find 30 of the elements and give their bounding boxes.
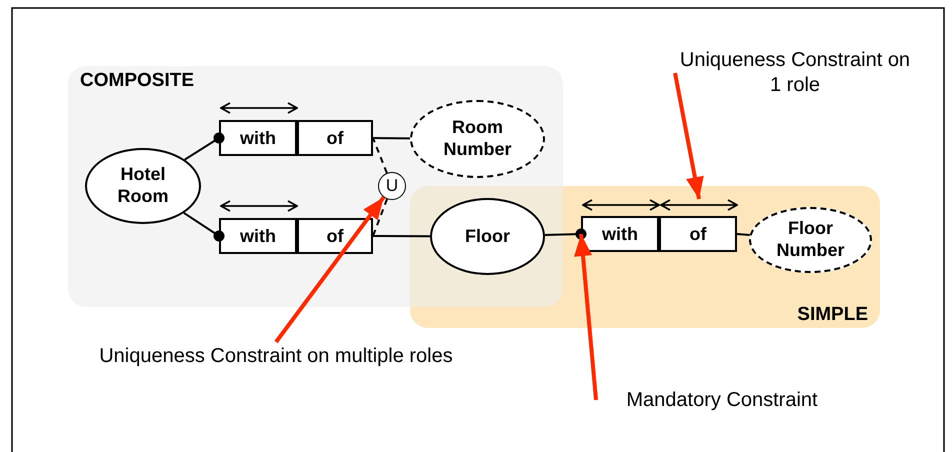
- uniqueness-bar: [220, 200, 298, 212]
- constraint-note: Uniqueness Constraint on 1 role: [675, 46, 915, 100]
- role-connector: [544, 228, 586, 240]
- role-connector: [372, 137, 410, 140]
- role-connector: [183, 212, 224, 242]
- value-ellipse: Room Number: [410, 100, 545, 178]
- role-connector: [736, 233, 750, 236]
- value-ellipse: Floor Number: [749, 207, 872, 273]
- constraint-line: [372, 138, 388, 174]
- role-connector: [373, 235, 430, 238]
- uniqueness-bar: [582, 199, 660, 211]
- group-band: [68, 66, 563, 307]
- uniqueness-bar: [220, 102, 298, 114]
- role-box: of: [659, 216, 737, 252]
- callout-arrow: [574, 234, 598, 400]
- group-title: SIMPLE: [797, 304, 868, 326]
- uniqueness-bar: [660, 199, 738, 211]
- constraint-note: Uniqueness Constraint on multiple roles: [46, 342, 506, 370]
- role-box: of: [297, 120, 373, 156]
- entity-ellipse: Hotel Room: [85, 148, 201, 224]
- uniqueness-circle: U: [378, 172, 406, 200]
- callout-arrow: [673, 72, 704, 200]
- group-title: COMPOSITE: [80, 70, 194, 92]
- constraint-note: Mandatory Constraint: [596, 386, 848, 414]
- role-box: with: [219, 120, 297, 156]
- callout-arrow: [274, 196, 386, 344]
- constraint-line: [372, 198, 388, 236]
- role-box: with: [581, 216, 659, 252]
- role-box: of: [297, 218, 373, 254]
- role-box: with: [219, 218, 297, 254]
